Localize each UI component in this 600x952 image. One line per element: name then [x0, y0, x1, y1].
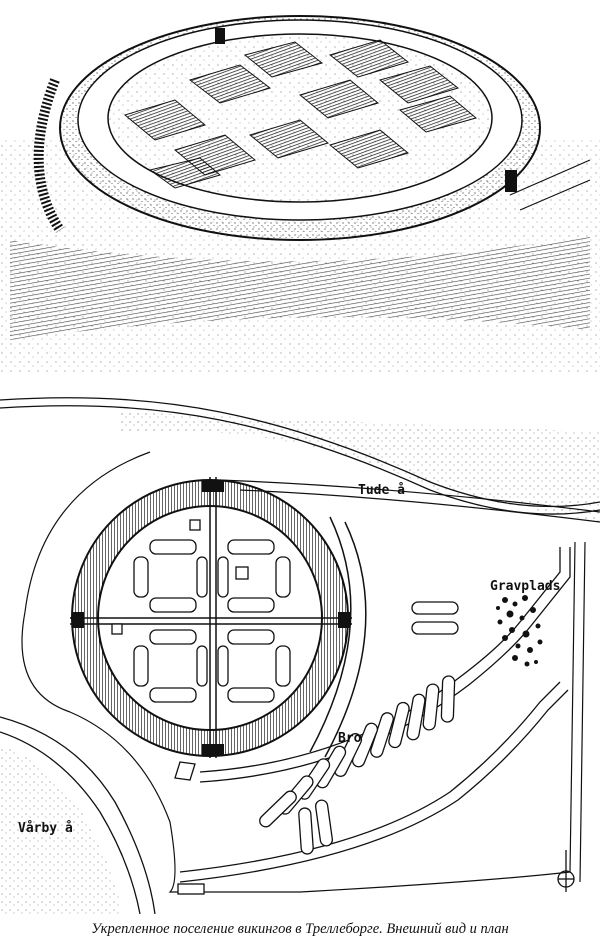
longhouse: [148, 157, 222, 189]
north-arrow-icon: [557, 850, 575, 892]
outer-ward-wall: [179, 689, 569, 883]
longhouse: [328, 39, 410, 78]
small-building: [111, 623, 123, 635]
longhouse: [259, 790, 297, 828]
outer-ditch: [33, 78, 65, 233]
longhouse: [217, 556, 229, 598]
figure-caption: Укрепленное поселение викингов в Треллеб…: [91, 921, 509, 937]
longhouse: [314, 799, 334, 847]
longhouse: [196, 645, 208, 687]
outer-enclosure: [579, 541, 586, 883]
outer-palisade: [10, 235, 590, 340]
longhouse: [298, 807, 314, 855]
wetland-area: [0, 744, 122, 914]
wetland-area: [120, 412, 600, 522]
longhouses: [123, 39, 478, 189]
longhouse: [217, 645, 229, 687]
approach-road: [509, 159, 591, 211]
gate-south: [202, 744, 224, 756]
longhouse: [149, 539, 197, 555]
gate-structure: [174, 761, 196, 781]
gate-west: [72, 612, 84, 628]
longhouse: [398, 95, 478, 133]
fortress-perspective-illustration: [0, 15, 600, 372]
fortress-site-plan: Tude å Gravplads Bro Vårby å: [0, 397, 600, 914]
label-bro: Bro: [338, 731, 362, 746]
inner-longhouses: [133, 539, 291, 703]
varby-river: [0, 731, 141, 914]
longhouse: [328, 129, 410, 169]
longhouse: [227, 597, 275, 613]
small-building: [235, 566, 249, 580]
longhouse: [275, 556, 291, 598]
longhouse: [378, 65, 460, 104]
longhouse: [123, 99, 207, 141]
longhouse: [133, 556, 149, 598]
longhouse: [227, 539, 275, 555]
longhouse: [406, 693, 426, 741]
longhouse: [298, 79, 380, 119]
outer-ward-longhouses: [259, 675, 456, 855]
longhouse: [411, 621, 459, 635]
small-building: [189, 519, 201, 531]
outer-enclosure: [21, 451, 576, 893]
outer-ward-wall: [324, 521, 367, 758]
longhouse: [243, 41, 324, 78]
longhouse: [411, 601, 459, 615]
longhouse: [248, 119, 330, 159]
tude-river: [219, 479, 600, 513]
label-varby: Vårby å: [18, 821, 73, 836]
label-gravplads: Gravplads: [490, 579, 560, 594]
outer-ward-wall: [309, 516, 352, 753]
longhouse: [227, 629, 275, 645]
tude-river: [239, 489, 600, 523]
longhouse: [149, 629, 197, 645]
longhouse: [227, 687, 275, 703]
gate-tower: [215, 28, 225, 44]
label-tude: Tude å: [358, 483, 405, 498]
longhouse: [275, 645, 291, 687]
gate-structure: [177, 883, 205, 895]
longhouse: [149, 687, 197, 703]
longhouse: [149, 597, 197, 613]
longhouse: [133, 645, 149, 687]
longhouse: [388, 701, 410, 749]
longhouse: [422, 683, 440, 731]
longhouse: [196, 556, 208, 598]
outer-ward-wall: [179, 681, 561, 873]
cemetery-graves: [496, 595, 543, 667]
gate-north: [202, 480, 224, 492]
gate-east: [338, 612, 350, 628]
gate-tower: [505, 170, 517, 192]
outer-ward-wall: [199, 547, 561, 773]
longhouse: [440, 675, 456, 723]
varby-river: [0, 716, 156, 914]
longhouse: [188, 64, 272, 104]
